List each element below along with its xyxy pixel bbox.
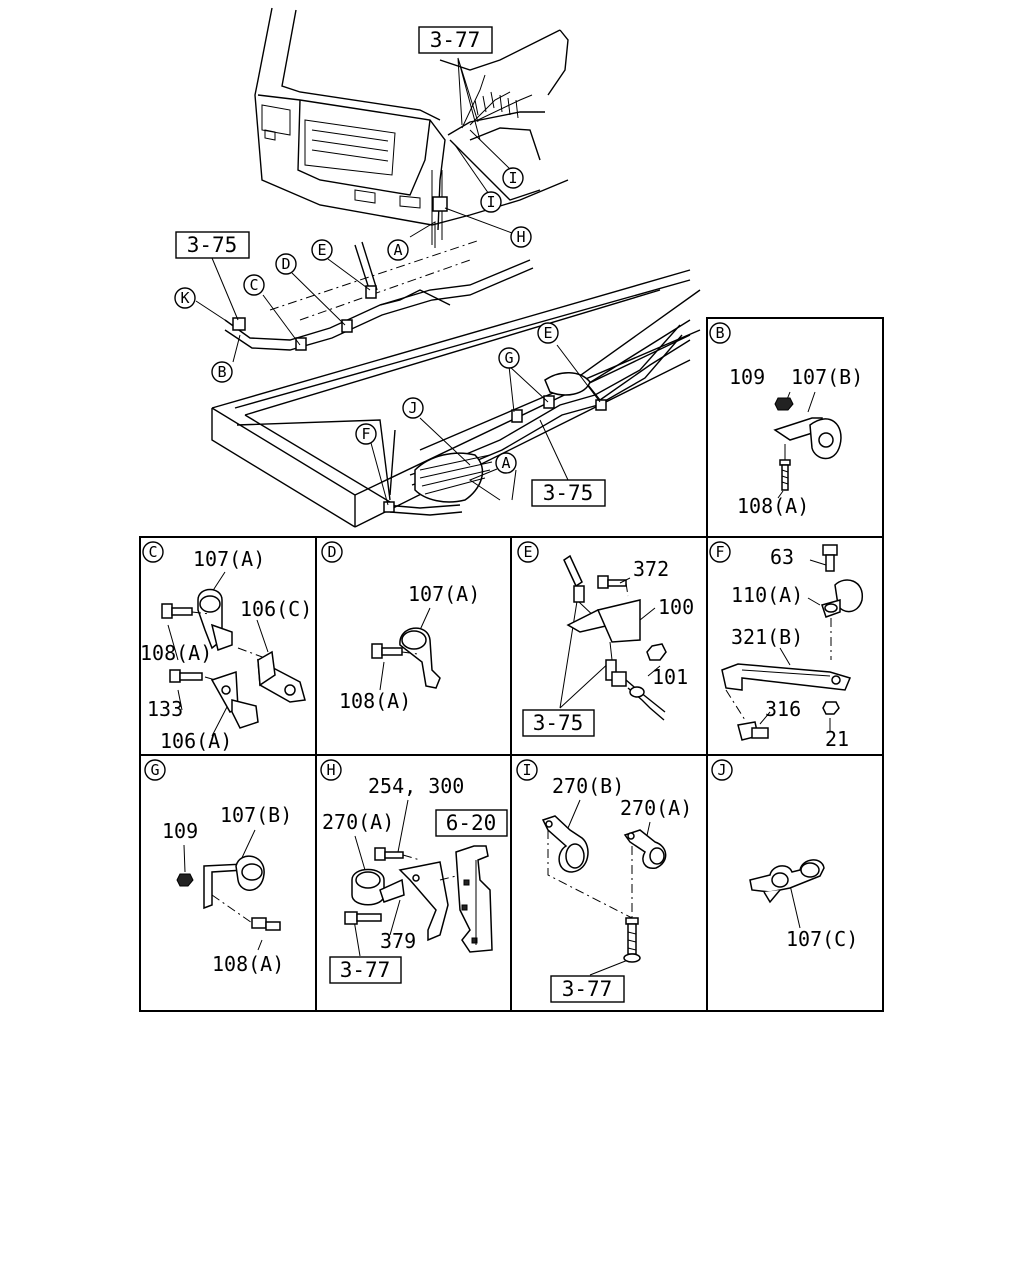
detail-panel-g: G 109 107(B) 108(A) (144, 759, 292, 976)
label-379: 379 (380, 929, 416, 953)
svg-text:C: C (249, 276, 258, 294)
svg-text:F: F (715, 543, 724, 561)
callout-f: F (355, 423, 377, 445)
svg-text:J: J (717, 761, 726, 779)
callout-a-1: A (387, 239, 409, 261)
svg-text:E: E (523, 543, 532, 561)
callout-h: H (510, 226, 532, 248)
ref-3-77: 3-77 (340, 958, 391, 982)
detail-panel-h: H 254, 300 270(A) 379 6-20 3-77 (320, 759, 508, 984)
svg-text:E: E (317, 241, 326, 259)
ref-3-75: 3-75 (533, 711, 584, 735)
ref-6-20: 6-20 (446, 811, 497, 835)
label-106a: 106(A) (160, 729, 232, 753)
svg-text:D: D (327, 543, 336, 561)
callout-a-2: A (495, 452, 517, 474)
callout-b: B (211, 361, 233, 383)
svg-text:D: D (281, 255, 290, 273)
svg-text:A: A (393, 241, 402, 259)
label-110a: 110(A) (731, 583, 803, 607)
truck-cab-drawing (254, 7, 569, 245)
panel-b-letter: B (715, 324, 724, 342)
svg-text:E: E (543, 324, 552, 342)
svg-text:F: F (361, 425, 370, 443)
callout-g: G (498, 347, 520, 369)
label-107a: 107(A) (408, 582, 480, 606)
label-270a: 270(A) (322, 810, 394, 834)
label-254-300: 254, 300 (368, 774, 464, 798)
label-107b: 107(B) (791, 365, 863, 389)
svg-text:I: I (486, 193, 495, 211)
svg-text:G: G (504, 349, 513, 367)
label-270b: 270(B) (552, 774, 624, 798)
ref-3-75-right: 3-75 (543, 481, 594, 505)
svg-text:J: J (408, 399, 417, 417)
svg-text:A: A (501, 454, 510, 472)
label-270a: 270(A) (620, 796, 692, 820)
svg-text:H: H (326, 761, 335, 779)
label-107a: 107(A) (193, 547, 265, 571)
callout-e-2: E (537, 322, 559, 344)
label-106c: 106(C) (240, 597, 312, 621)
label-63: 63 (770, 545, 794, 569)
label-107b: 107(B) (220, 803, 292, 827)
svg-text:I: I (508, 169, 517, 187)
callout-i-2: I (480, 191, 502, 213)
detail-panel-c: C 107(A) 106(C) 108(A) 133 106(A) (140, 541, 312, 753)
detail-panel-f: F 63 110(A) 321(B) 316 21 (709, 541, 863, 751)
svg-text:G: G (150, 761, 159, 779)
svg-text:I: I (522, 761, 531, 779)
detail-panel-i: I 270(B) 270(A) 3-77 (516, 759, 692, 1003)
detail-panel-d: D 107(A) 108(A) (321, 541, 480, 713)
detail-panel-j: J 107(C) (711, 759, 858, 951)
label-109: 109 (162, 819, 198, 843)
label-108a: 108(A) (737, 494, 809, 518)
label-372: 372 (633, 557, 669, 581)
piping-drawing (195, 57, 691, 516)
callout-d: D (275, 253, 297, 275)
ref-3-77-top: 3-77 (430, 28, 481, 52)
label-133: 133 (147, 697, 183, 721)
label-108a: 108(A) (339, 689, 411, 713)
callout-i-1: I (502, 167, 524, 189)
svg-text:K: K (180, 289, 189, 307)
svg-text:C: C (148, 543, 157, 561)
label-21: 21 (825, 727, 849, 751)
callout-k: K (174, 287, 196, 309)
label-100: 100 (658, 595, 694, 619)
label-109: 109 (729, 365, 765, 389)
callout-j: J (402, 397, 424, 419)
callout-e-1: E (311, 239, 333, 261)
ref-3-75-left: 3-75 (187, 233, 238, 257)
label-108a: 108(A) (212, 952, 284, 976)
label-101: 101 (652, 665, 688, 689)
svg-text:H: H (516, 228, 525, 246)
ref-3-77: 3-77 (562, 977, 613, 1001)
label-107c: 107(C) (786, 927, 858, 951)
label-316: 316 (765, 697, 801, 721)
panel-frames (139, 317, 884, 1012)
callout-c: C (243, 274, 265, 296)
detail-panel-b: B 109 107(B) 108(A) (709, 322, 863, 518)
label-321b: 321(B) (731, 625, 803, 649)
svg-text:B: B (217, 363, 226, 381)
detail-panel-e: E 372 100 101 3-75 (517, 541, 694, 737)
